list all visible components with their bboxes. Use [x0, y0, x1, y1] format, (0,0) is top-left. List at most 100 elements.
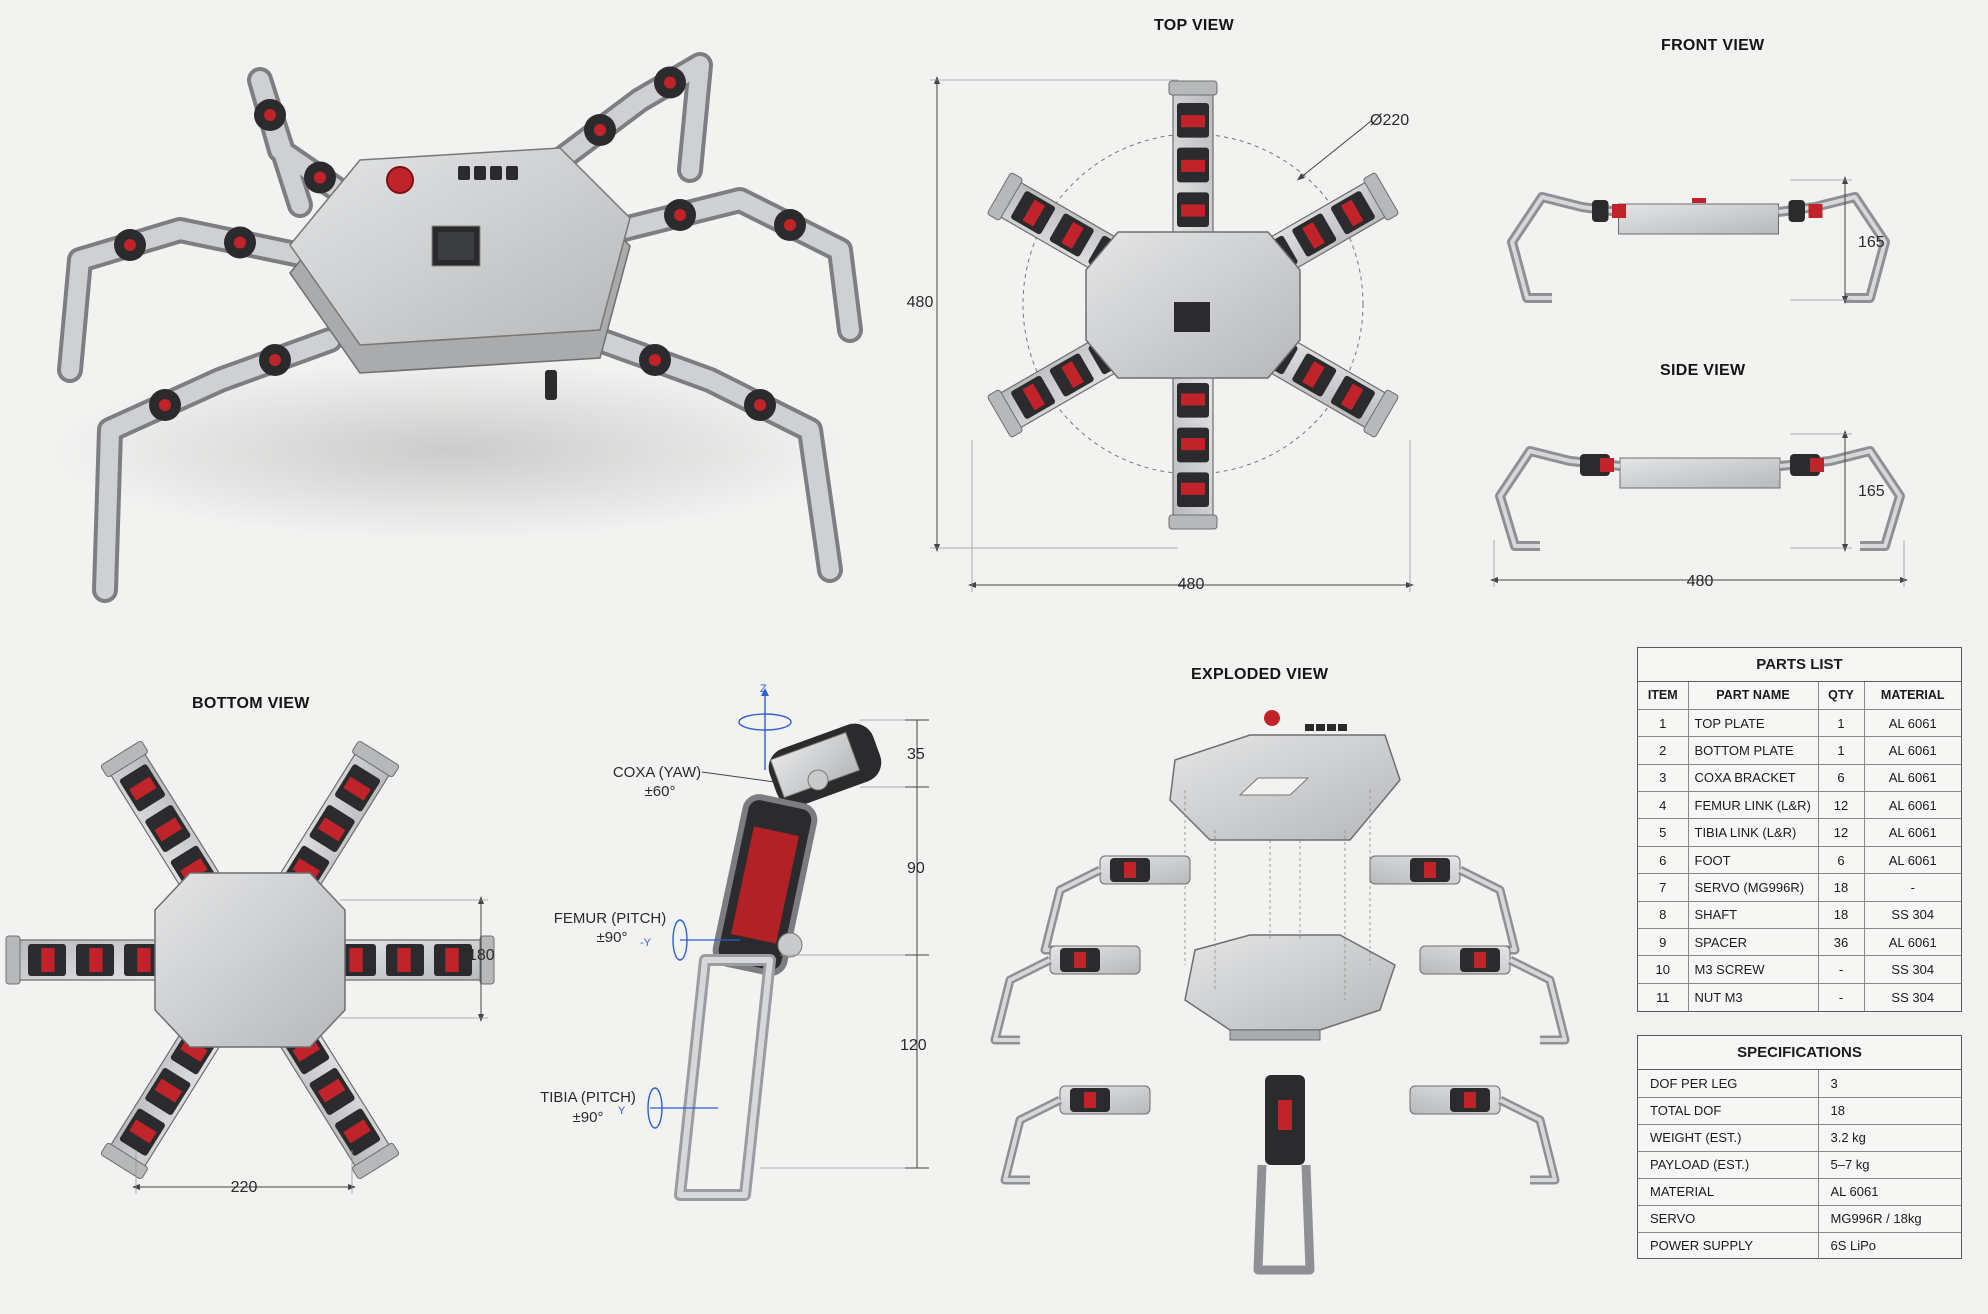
part-material-cell: AL 6061 — [1863, 845, 1961, 875]
part-item-cell: 8 — [1638, 900, 1689, 930]
part-item-cell: 6 — [1638, 845, 1689, 875]
table-row: WEIGHT (EST.)3.2 kg — [1638, 1123, 1961, 1152]
tibia-joint-range: ±90° — [573, 1109, 604, 1126]
part-item-cell: 11 — [1638, 982, 1689, 1011]
part-item-cell: 7 — [1638, 873, 1689, 902]
top-view — [930, 76, 1414, 592]
axis-y-label: -Y — [640, 937, 652, 949]
part-item-cell: 2 — [1638, 736, 1689, 765]
spec-value-cell: 18 — [1817, 1096, 1961, 1125]
part-qty-cell: 1 — [1817, 736, 1865, 765]
part-qty-cell: 12 — [1817, 818, 1865, 847]
top-height-label: 480 — [907, 294, 934, 311]
part-material-cell: - — [1863, 873, 1961, 902]
spec-name-cell: WEIGHT (EST.) — [1638, 1123, 1819, 1152]
parts-header-name: PART NAME — [1687, 682, 1819, 710]
part-material-cell: SS 304 — [1863, 955, 1961, 984]
part-name-cell: SPACER — [1687, 928, 1819, 957]
part-name-cell: NUT M3 — [1687, 982, 1819, 1011]
part-material-cell: AL 6061 — [1863, 708, 1961, 738]
part-material-cell: AL 6061 — [1863, 928, 1961, 957]
part-name-cell: COXA BRACKET — [1687, 763, 1819, 793]
bottom-view-title: BOTTOM VIEW — [192, 695, 310, 712]
spec-value-cell: AL 6061 — [1817, 1177, 1961, 1206]
spec-name-cell: POWER SUPPLY — [1638, 1231, 1819, 1259]
switch-block-icon — [458, 166, 518, 180]
bottom-height-label: 180 — [468, 947, 495, 964]
leg-femur-length: 90 — [907, 860, 925, 877]
coxa-joint-range: ±60° — [645, 783, 676, 800]
part-item-cell: 3 — [1638, 763, 1689, 793]
part-item-cell: 9 — [1638, 928, 1689, 957]
femur-axis-icon — [672, 919, 688, 961]
part-name-cell: SERVO (MG996R) — [1687, 873, 1819, 902]
part-item-cell: 10 — [1638, 955, 1689, 984]
spec-name-cell: PAYLOAD (EST.) — [1638, 1150, 1819, 1179]
part-name-cell: TOP PLATE — [1687, 708, 1819, 738]
part-material-cell: AL 6061 — [1863, 818, 1961, 847]
part-qty-cell: - — [1817, 982, 1865, 1011]
part-material-cell: SS 304 — [1863, 982, 1961, 1011]
front-view-title: FRONT VIEW — [1661, 37, 1765, 54]
spec-name-cell: TOTAL DOF — [1638, 1096, 1819, 1125]
coxa-axis-icon — [738, 688, 792, 770]
spec-value-cell: 6S LiPo — [1817, 1231, 1961, 1259]
emergency-stop-icon — [386, 166, 414, 194]
parts-list-table: PARTS LIST ITEM PART NAME QTY MATERIAL 1… — [1637, 647, 1962, 1012]
spec-value-cell: 3 — [1817, 1070, 1961, 1098]
leg-detail — [647, 688, 929, 1201]
part-material-cell: AL 6061 — [1863, 736, 1961, 765]
bottom-width-label: 220 — [231, 1179, 258, 1196]
front-height-label: 165 — [1858, 234, 1885, 251]
part-qty-cell: 6 — [1817, 845, 1865, 875]
part-material-cell: SS 304 — [1863, 900, 1961, 930]
part-qty-cell: 18 — [1817, 900, 1865, 930]
axis-z-label: Z — [760, 683, 767, 695]
coxa-joint-name: COXA (YAW) — [613, 764, 701, 781]
part-name-cell: FOOT — [1687, 845, 1819, 875]
exploded-estop-icon — [1264, 710, 1280, 726]
top-diameter-label: Ø220 — [1370, 112, 1409, 129]
top-view-title: TOP VIEW — [1154, 17, 1235, 34]
side-view — [1490, 430, 1908, 587]
part-name-cell: SHAFT — [1687, 900, 1819, 930]
part-name-cell: TIBIA LINK (L&R) — [1687, 818, 1819, 847]
part-name-cell: FEMUR LINK (L&R) — [1687, 791, 1819, 820]
spec-name-cell: SERVO — [1638, 1204, 1819, 1233]
exploded-switch-icon — [1305, 724, 1347, 731]
spec-value-cell: 5–7 kg — [1817, 1150, 1961, 1179]
table-row: PAYLOAD (EST.)5–7 kg — [1638, 1150, 1961, 1179]
exploded-view — [990, 710, 1570, 1275]
spec-name-cell: DOF PER LEG — [1638, 1070, 1819, 1098]
top-width-label: 480 — [1178, 576, 1205, 593]
part-name-cell: M3 SCREW — [1687, 955, 1819, 984]
leg-tibia-length: 120 — [900, 1037, 927, 1054]
isometric-render — [50, 52, 863, 603]
side-width-label: 480 — [1687, 573, 1714, 590]
side-height-label: 165 — [1858, 483, 1885, 500]
spec-value-cell: MG996R / 18kg — [1817, 1204, 1961, 1233]
part-qty-cell: 1 — [1817, 708, 1865, 738]
part-qty-cell: - — [1817, 955, 1865, 984]
spec-name-cell: MATERIAL — [1638, 1177, 1819, 1206]
part-qty-cell: 36 — [1817, 928, 1865, 957]
bottom-view — [5, 740, 495, 1194]
part-name-cell: BOTTOM PLATE — [1687, 736, 1819, 765]
